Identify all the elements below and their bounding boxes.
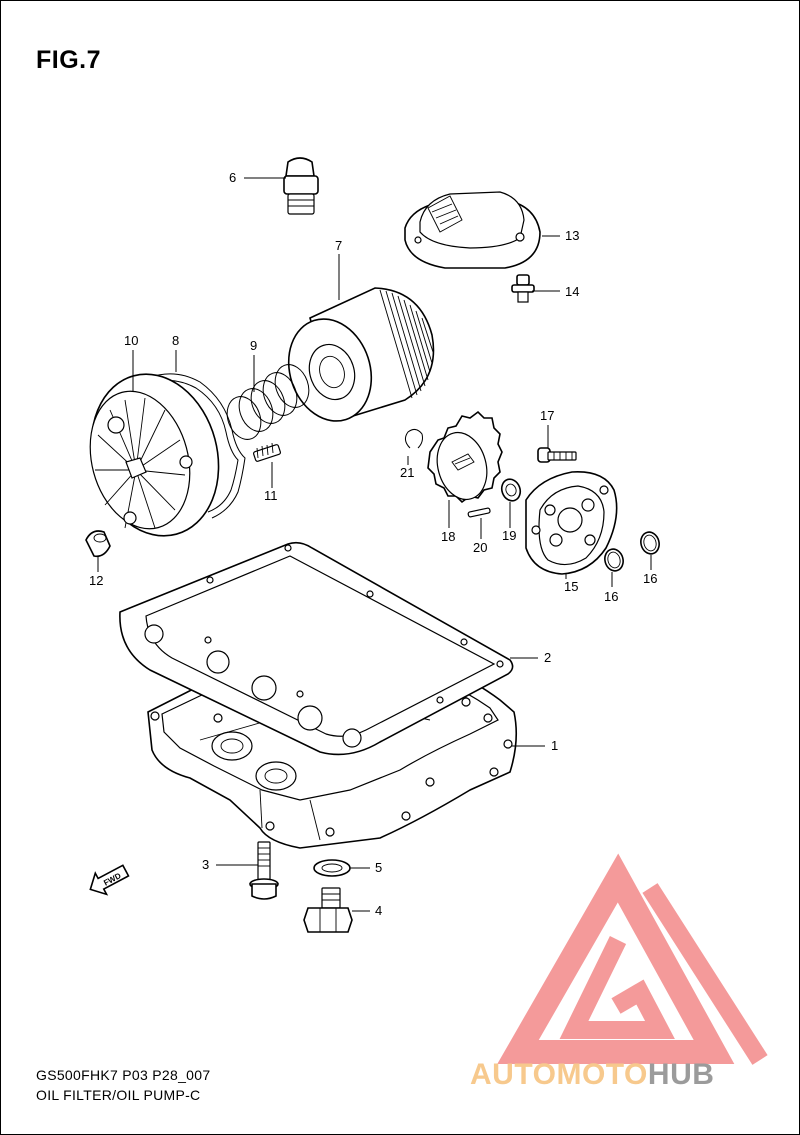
fwd-arrow-icon: FWD (89, 864, 130, 896)
callout-17: 17 (540, 408, 554, 423)
part-17-screw (537, 447, 577, 463)
callout-numbers: 1 2 3 4 5 6 7 8 9 10 11 12 13 14 15 16 1… (89, 170, 657, 918)
callout-21: 21 (400, 465, 414, 480)
callout-5: 5 (375, 860, 382, 875)
callout-9: 9 (250, 338, 257, 353)
part-5-washer (313, 859, 351, 877)
callout-3: 3 (202, 857, 209, 872)
callout-19: 19 (502, 528, 516, 543)
callout-16a: 16 (604, 589, 618, 604)
part-12-cap-nut (85, 530, 111, 558)
callout-14: 14 (565, 284, 579, 299)
section-name: OIL FILTER/OIL PUMP-C (36, 1087, 201, 1103)
callout-12: 12 (89, 573, 103, 588)
callout-16b: 16 (643, 571, 657, 586)
callout-10: 10 (124, 333, 138, 348)
brand-text-part2: HUB (648, 1058, 715, 1091)
part-6-plug (283, 157, 319, 215)
callout-13: 13 (565, 228, 579, 243)
part-3-bolt (249, 841, 279, 900)
leader-lines (97, 177, 652, 912)
callout-2: 2 (544, 650, 551, 665)
callout-7: 7 (335, 238, 342, 253)
svg-text:AUTOMOTOHUB: AUTOMOTOHUB (470, 1058, 714, 1091)
part-11-stud (253, 442, 281, 462)
callout-11: 11 (264, 488, 278, 503)
watermark-logo: AUTOMOTOHUB (470, 853, 768, 1091)
part-15-oil-pump (525, 471, 618, 575)
part-2-gasket (119, 541, 514, 756)
model-code: GS500FHK7 P03 P28_007 (36, 1067, 211, 1083)
callout-4: 4 (375, 903, 382, 918)
part-20-pin (467, 507, 491, 518)
part-13-cover (404, 191, 541, 269)
callout-18: 18 (441, 529, 455, 544)
callout-6: 6 (229, 170, 236, 185)
part-4-drain-plug (303, 887, 353, 933)
part-16-orings (604, 531, 660, 572)
part-10-filter-cap (89, 373, 220, 537)
callout-15: 15 (564, 579, 578, 594)
part-18-gear (427, 410, 503, 504)
part-19-washer (500, 478, 522, 502)
part-9-spring (226, 364, 310, 440)
part-21-circlip (404, 428, 423, 449)
callout-20: 20 (473, 540, 487, 555)
part-7-oil-filter (287, 287, 435, 422)
brand-text-part1: AUTOMOTO (470, 1058, 648, 1091)
callout-1: 1 (551, 738, 558, 753)
part-14-bolt (511, 274, 535, 303)
figure-title: FIG.7 (36, 46, 102, 74)
callout-8: 8 (172, 333, 179, 348)
part-8-oring (145, 373, 246, 519)
